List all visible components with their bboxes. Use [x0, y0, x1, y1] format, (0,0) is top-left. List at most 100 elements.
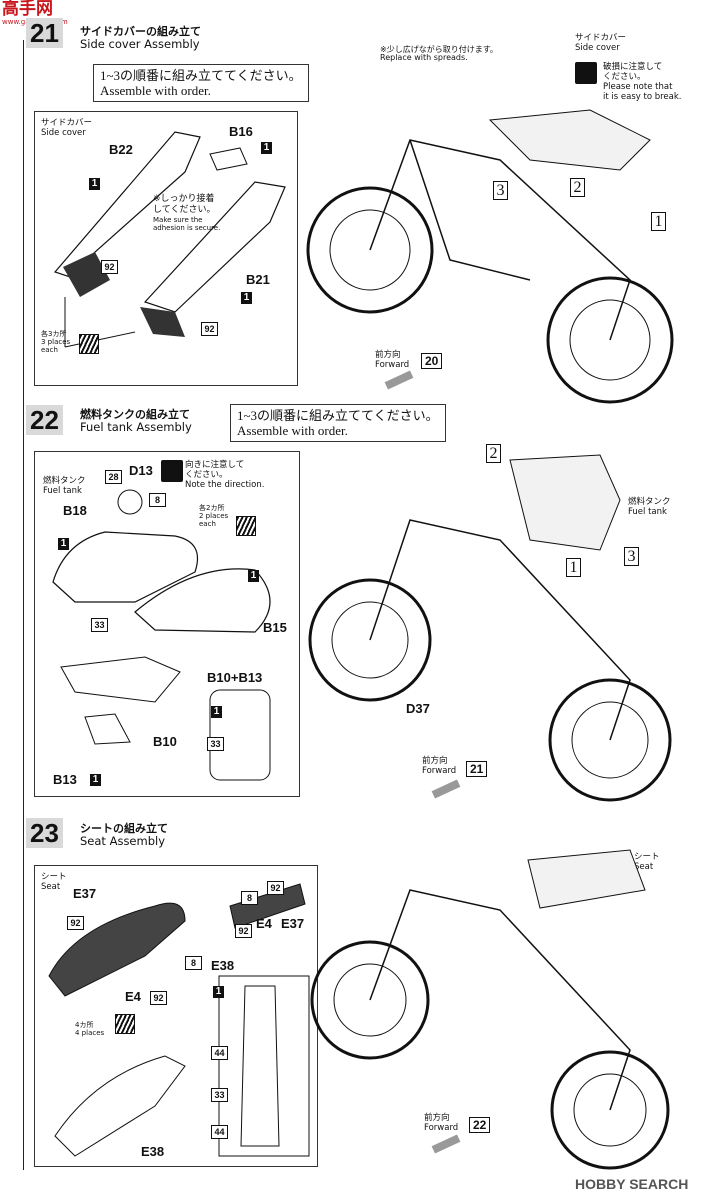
step23-title-jp: シートの組み立て [80, 822, 168, 835]
fuel-tank-label: 燃料タンク Fuel tank [43, 476, 86, 496]
fuel-tank-right-label: 燃料タンク Fuel tank [628, 497, 671, 517]
part-b13: B13 [53, 772, 77, 787]
sidecover-label-en: Side cover [575, 43, 620, 53]
direction-note: 向きに注意して ください。 Note the direction. [185, 460, 264, 490]
hobby-search-watermark: HOBBY SEARCH [575, 1176, 688, 1192]
places-note-23: 4カ所 4 places [75, 1021, 104, 1037]
step21-title-en: Side cover Assembly [80, 37, 200, 51]
part-44: 44 [211, 1046, 228, 1060]
part-8: 8 [241, 891, 258, 905]
side-cover-label-jp: サイドカバー [41, 118, 93, 128]
step-number-21: 21 [26, 18, 63, 48]
forward-label-22: 前方向 Forward [422, 756, 456, 776]
part-b10: B10 [153, 734, 177, 749]
places-note-22: 各2カ所 2 places each [199, 504, 228, 528]
forward-step-20: 20 [421, 353, 443, 369]
part-e4-detail: E4 [256, 916, 272, 931]
site-logo-main: 高手网 [2, 0, 53, 19]
part-92: 92 [67, 916, 84, 930]
step21-title-jp: サイドカバーの組み立て [80, 25, 201, 38]
step22-title-jp: 燃料タンクの組み立て [80, 408, 190, 421]
sub-title-e38: E38 [211, 958, 235, 973]
part-e37-detail: E37 [281, 916, 305, 931]
seat-label: シート Seat [41, 872, 67, 892]
part-e4: E4 [125, 989, 141, 1004]
part-d13: D13 [129, 463, 153, 478]
multi-places-icon [79, 334, 99, 354]
badge-1: 1 [261, 142, 272, 154]
forward-jp: 前方向 [375, 350, 401, 360]
side-cover-label-en: Side cover [41, 128, 86, 138]
part-33: 33 [91, 618, 108, 632]
seat-right-jp: シート [634, 852, 660, 862]
break-warning-jp: 破損に注意して ください。 [603, 62, 663, 82]
part-d37: D37 [406, 701, 430, 716]
part-33: 33 [211, 1088, 228, 1102]
multi-places-icon [236, 516, 256, 536]
step22-order-en: Assemble with order. [237, 423, 348, 438]
order-3: 3 [493, 181, 508, 200]
break-warning-en: Please note that it is easy to break. [603, 82, 682, 102]
part-b18: B18 [63, 503, 87, 518]
step22-order-jp: 1~3の順番に組み立ててください。 [237, 408, 439, 423]
places-note: 各3カ所 3 places each [41, 330, 70, 354]
fuel-tank-label-en: Fuel tank [43, 486, 82, 496]
fuel-tank-right-en: Fuel tank [628, 507, 667, 517]
part-8: 8 [185, 956, 202, 970]
side-cover-drawing [53, 131, 286, 348]
badge-1: 1 [248, 570, 259, 582]
places-22-jp: 各2カ所 [199, 504, 225, 512]
step22-title-en: Fuel tank Assembly [80, 420, 192, 434]
part-b22: B22 [109, 142, 133, 157]
part-44: 44 [211, 1125, 228, 1139]
places-22-en: 2 places each [199, 512, 229, 528]
forward-en: Forward [422, 766, 457, 776]
spread-note: ※少し広げながら取り付けます。 Replace with spreads. [380, 46, 498, 62]
places-23-en: 4 places [75, 1029, 105, 1037]
badge-1: 1 [90, 774, 101, 786]
part-e37: E37 [73, 886, 97, 901]
part-e38: E38 [141, 1144, 165, 1159]
order-2: 2 [570, 178, 585, 197]
seat-label-en: Seat [41, 882, 61, 892]
spread-note-jp: ※少し広げながら取り付けます。 [380, 45, 498, 54]
seat-right-label: シート Seat [634, 852, 660, 872]
seat-right-en: Seat [634, 862, 654, 872]
part-33: 33 [207, 737, 224, 751]
part-92: 92 [150, 991, 167, 1005]
places-en: 3 places each [41, 338, 71, 354]
step21-side-cover-panel: サイドカバー Side cover B22 B16 B21 1 1 1 92 9… [34, 111, 298, 386]
forward-jp: 前方向 [424, 1113, 450, 1123]
direction-note-jp: 向きに注意して ください。 [185, 460, 245, 480]
part-28: 28 [105, 470, 122, 484]
adhesion-note-jp: ※しっかり接着 してください。 [153, 194, 216, 215]
forward-en: Forward [424, 1123, 459, 1133]
sidecover-label: サイドカバー Side cover [575, 33, 626, 53]
part-b15: B15 [263, 620, 287, 635]
step21-order-jp: 1~3の順番に組み立ててください。 [100, 68, 302, 83]
part-92: 92 [235, 924, 252, 938]
seat-label-jp: シート [41, 872, 67, 882]
badge-1: 1 [58, 538, 69, 550]
step21-order-note: 1~3の順番に組み立ててください。 Assemble with order. [93, 64, 309, 102]
forward-label-21: 前方向 Forward [375, 350, 409, 370]
warning-icon [575, 62, 597, 84]
order-1: 1 [651, 212, 666, 231]
step-number-22: 22 [26, 405, 63, 435]
break-warning: 破損に注意して ください。 Please note that it is eas… [603, 62, 682, 102]
forward-step-21: 21 [466, 761, 488, 777]
sub-title-b10-b13: B10+B13 [207, 670, 263, 685]
multi-places-icon [115, 1014, 135, 1034]
part-b16: B16 [229, 124, 253, 139]
badge-1: 1 [89, 178, 100, 190]
motorcycle-illustration-23 [310, 849, 670, 1170]
fuel-tank-drawing [52, 489, 271, 781]
spread-note-en: Replace with spreads. [380, 53, 468, 62]
badge-1: 1 [211, 706, 222, 718]
forward-jp: 前方向 [422, 756, 448, 766]
order-2: 2 [486, 444, 501, 463]
part-92: 92 [101, 260, 118, 274]
motorcycle-illustration-22 [308, 454, 672, 802]
adhesion-note-en: Make sure the adhesion is secure. [153, 216, 221, 232]
watermark-text: HOBBY SEARCH [575, 1176, 689, 1192]
